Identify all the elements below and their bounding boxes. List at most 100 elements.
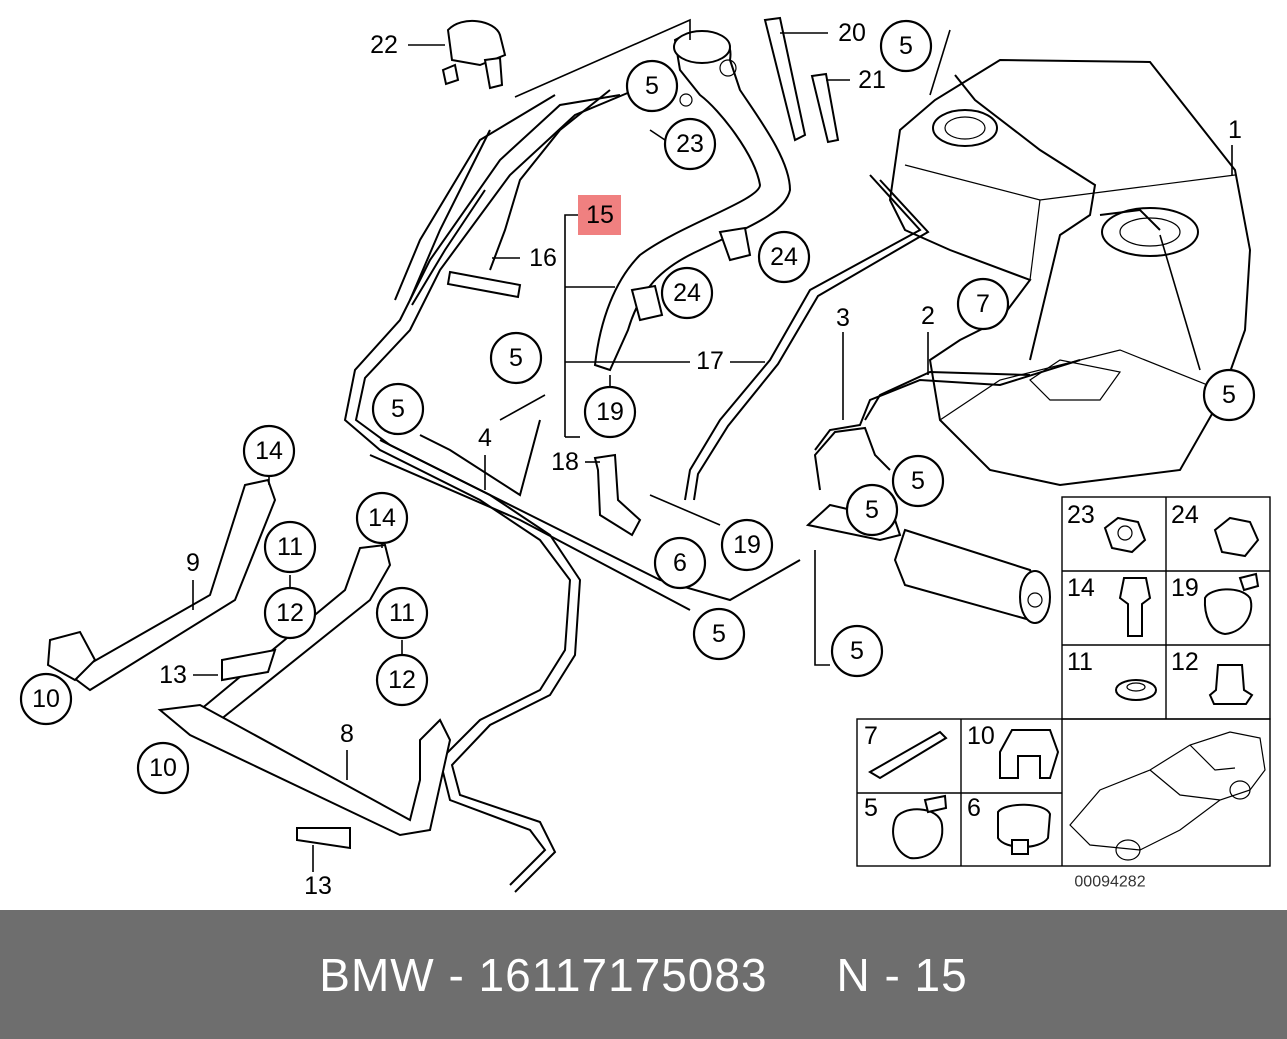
callout-15-label: 15 — [586, 201, 614, 229]
callout-19-b: 19 — [720, 518, 774, 572]
callout-7-label: 7 — [976, 290, 990, 318]
spring-clamp-icon — [892, 808, 944, 860]
callout-13-a-label: 13 — [159, 661, 187, 689]
table-label-24: 24 — [1171, 501, 1199, 529]
callout-11-b: 11 — [375, 586, 429, 640]
table-label-7: 7 — [864, 722, 878, 750]
bolt-icon — [1118, 577, 1152, 637]
table-label-10: 10 — [967, 722, 995, 750]
callout-10-b-label: 10 — [149, 754, 177, 782]
callout-5-left-label: 5 — [391, 395, 405, 423]
table-label-5: 5 — [864, 794, 878, 822]
callout-5-pump-b-label: 5 — [865, 496, 879, 524]
callout-8-label: 8 — [340, 720, 354, 748]
callout-5-hose-end: 5 — [692, 607, 746, 661]
cap-nut-icon — [1213, 516, 1260, 558]
callout-4-label: 4 — [478, 424, 492, 452]
callout-5-pump-a: 5 — [891, 454, 945, 508]
band-clamp-icon — [997, 803, 1052, 848]
callout-5-top-tank: 5 — [879, 19, 933, 73]
filler-neck-drawing — [593, 30, 792, 372]
callout-14-a-label: 14 — [255, 437, 283, 465]
callout-13-b: 13 — [304, 872, 332, 900]
callout-14-a: 14 — [242, 424, 296, 478]
callout-1: 1 — [1228, 116, 1242, 144]
sleeve-icon — [1208, 664, 1254, 705]
callout-10-b: 10 — [136, 741, 190, 795]
callout-6-label: 6 — [673, 549, 687, 577]
callout-13-b-label: 13 — [304, 872, 332, 900]
fuel-tank-drawing — [888, 58, 1252, 487]
callout-4: 4 — [478, 424, 492, 452]
callout-19-a-label: 19 — [596, 398, 624, 426]
callout-21-label: 21 — [858, 66, 886, 94]
fuel-tank-diagram: 22 20 21 1 5 5 23 15 16 24 24 7 3 2 17 5… — [19, 16, 1271, 900]
callout-16: 16 — [529, 244, 557, 272]
callout-5-top-tank-label: 5 — [899, 32, 913, 60]
callout-13-a: 13 — [159, 661, 187, 689]
callout-22: 22 — [370, 31, 398, 59]
drawing-number: 00094282 — [1074, 874, 1145, 891]
callout-24-b: 24 — [660, 266, 714, 320]
bracket-icon — [999, 729, 1060, 779]
callout-22-label: 22 — [370, 31, 398, 59]
callout-5-lower-right-label: 5 — [850, 637, 864, 665]
callout-3: 3 — [836, 304, 850, 332]
cable-tie-icon — [868, 730, 948, 780]
callout-12-a-label: 12 — [276, 599, 304, 627]
callout-19-a: 19 — [583, 385, 637, 439]
leader-lines — [192, 18, 1233, 872]
callout-3-label: 3 — [836, 304, 850, 332]
callout-24-a: 24 — [757, 230, 811, 284]
callout-18: 18 — [551, 448, 579, 476]
parts-table: 23 24 14 19 11 12 7 10 5 6 — [856, 496, 1271, 867]
callout-18-label: 18 — [551, 448, 579, 476]
callout-12-b: 12 — [375, 653, 429, 707]
table-label-12: 12 — [1171, 648, 1199, 676]
callout-2-label: 2 — [921, 302, 935, 330]
callout-6: 6 — [653, 536, 707, 590]
callout-16-label: 16 — [529, 244, 557, 272]
callout-11-b-label: 11 — [389, 599, 415, 627]
callout-15-highlight-box — [578, 195, 621, 235]
callout-23-label: 23 — [676, 130, 704, 158]
callout-5-filler: 5 — [625, 59, 679, 113]
callout-11-a: 11 — [263, 520, 317, 574]
callout-14-b: 14 — [355, 491, 409, 545]
callout-5-pump-b: 5 — [845, 483, 899, 537]
callout-17: 17 — [696, 347, 724, 375]
callout-15-highlight: 15 — [578, 195, 621, 235]
table-label-19: 19 — [1171, 574, 1199, 602]
callout-14-b-label: 14 — [368, 504, 396, 532]
callout-5-mid-label: 5 — [509, 344, 523, 372]
footer-bar: BMW - 16117175083 N - 15 — [0, 910, 1287, 1039]
callout-20: 20 — [838, 19, 866, 47]
grommet-icon — [1115, 679, 1157, 701]
callout-19-b-label: 19 — [733, 531, 761, 559]
small-parts-drawing — [441, 16, 840, 144]
fuel-lines-drawing — [343, 89, 1081, 893]
callout-5-mid: 5 — [489, 331, 543, 385]
callout-21: 21 — [858, 66, 886, 94]
callout-10-a-label: 10 — [32, 685, 60, 713]
callout-24-a-label: 24 — [770, 243, 798, 271]
footer-part-number: BMW - 16117175083 N - 15 — [319, 948, 968, 1001]
table-label-6: 6 — [967, 794, 981, 822]
callout-10-a: 10 — [19, 672, 73, 726]
callout-5-left: 5 — [371, 382, 425, 436]
callout-5-right-tank-label: 5 — [1222, 381, 1236, 409]
callout-1-label: 1 — [1228, 116, 1242, 144]
callout-2: 2 — [921, 302, 935, 330]
callout-7: 7 — [956, 277, 1010, 331]
table-label-14: 14 — [1067, 574, 1095, 602]
callout-17-label: 17 — [696, 347, 724, 375]
callout-12-b-label: 12 — [388, 666, 416, 694]
callout-23: 23 — [663, 117, 717, 171]
hex-nut-icon — [1103, 516, 1147, 554]
table-label-23: 23 — [1067, 501, 1095, 529]
callout-5-hose-end-label: 5 — [712, 620, 726, 648]
callout-5-filler-label: 5 — [645, 72, 659, 100]
callout-11-a-label: 11 — [277, 533, 303, 561]
callout-5-pump-a-label: 5 — [911, 467, 925, 495]
table-label-11: 11 — [1067, 648, 1093, 676]
